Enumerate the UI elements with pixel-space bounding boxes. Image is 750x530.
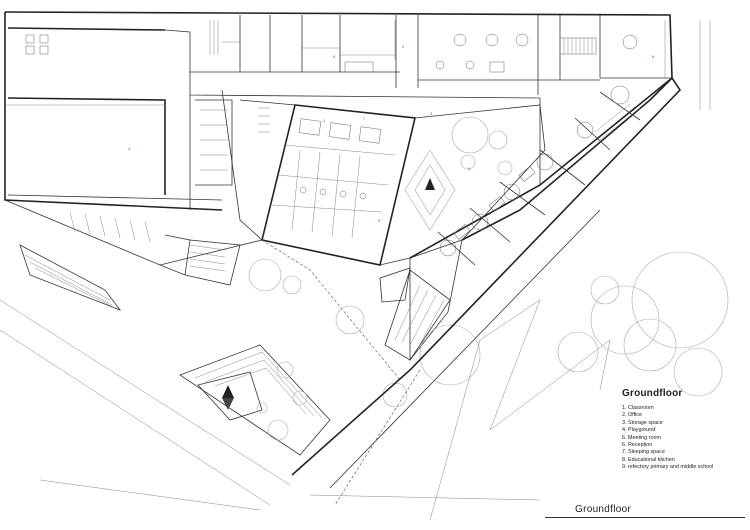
drawing-caption: Groundfloor (575, 504, 632, 515)
room-label: 9 (378, 218, 381, 223)
legend-title: Groundfloor (622, 388, 683, 399)
room-label: 8 (652, 54, 655, 59)
legend-item: 3. Storage space (622, 419, 663, 426)
central-hall (195, 89, 416, 266)
room-label: 3 (430, 111, 433, 116)
caption-underline (545, 517, 745, 518)
legend-item: 9. refectory primary and middle school (622, 464, 714, 471)
south-courtyard (19, 239, 481, 456)
legend-item: 7. Sleeping space (622, 449, 665, 456)
legend-item: 8. Educational kitchen (622, 456, 675, 463)
room-label: 6 (333, 54, 336, 59)
legend-item: 6. Reception (622, 442, 653, 449)
room-label: 7 (363, 116, 366, 121)
room-label: 1 (323, 118, 326, 123)
room-labels: 4 1 2 3 5 6 7 8 9 (128, 44, 655, 223)
legend-item: 4. Playground (622, 427, 656, 434)
legend: Groundfloor 1. Classroom 2. Office 3. St… (622, 388, 744, 472)
site-boundary (0, 20, 711, 521)
room-label: 5 (468, 166, 471, 171)
east-trees (557, 251, 729, 397)
inner-playground (379, 104, 546, 266)
legend-item: 2. Office (622, 412, 642, 419)
north-building-walls (4, 11, 673, 211)
east-wing-walls (409, 77, 673, 362)
north-rooms (5, 15, 672, 106)
legend-item: 6. Meeting room (622, 434, 661, 441)
room-label: 2 (402, 44, 405, 49)
legend-item: 1. Classroom (622, 405, 654, 411)
room-label: 4 (128, 146, 131, 151)
